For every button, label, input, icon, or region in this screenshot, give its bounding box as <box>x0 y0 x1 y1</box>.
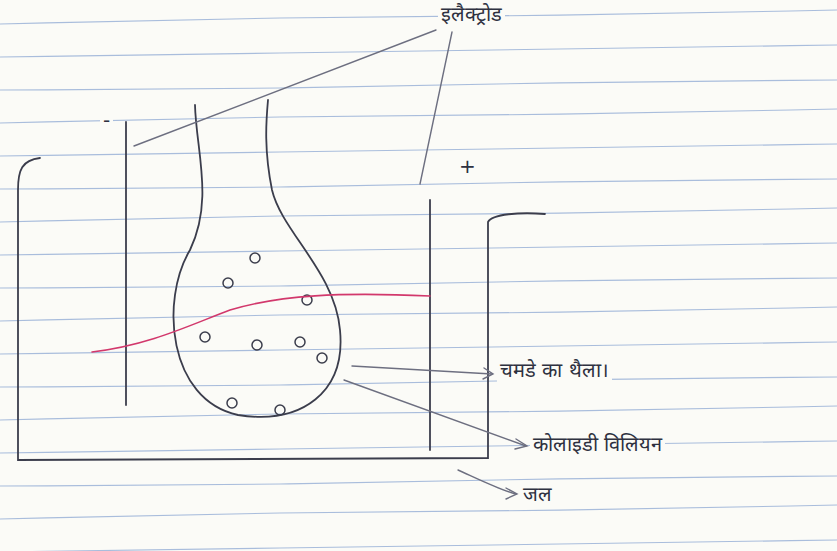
colloid-particles <box>200 253 327 415</box>
leader-lines <box>134 30 527 499</box>
pink-line <box>92 294 430 352</box>
ruled-line <box>0 80 837 90</box>
electrode-label: इलैक्ट्रोड <box>438 2 505 26</box>
ruled-line <box>0 10 837 24</box>
ruled-lines <box>0 10 837 551</box>
apparatus <box>18 30 545 499</box>
plus-sign: + <box>456 154 479 178</box>
anode <box>429 200 431 450</box>
water-label: जल <box>520 482 555 506</box>
minus-sign: - <box>100 108 113 132</box>
cathode <box>125 122 127 405</box>
ruled-line <box>0 540 837 551</box>
ruled-line <box>0 109 837 123</box>
bag-label: चमडे का थैला। <box>497 358 612 382</box>
ruled-line <box>0 45 837 57</box>
solution-label: कोलाइडी विलियन <box>530 432 665 456</box>
vessel <box>18 158 545 460</box>
leather-bag <box>173 100 340 417</box>
ruled-line <box>0 505 837 519</box>
ruled-line <box>0 441 837 453</box>
ruled-line <box>0 476 837 486</box>
ruled-line <box>0 406 837 420</box>
